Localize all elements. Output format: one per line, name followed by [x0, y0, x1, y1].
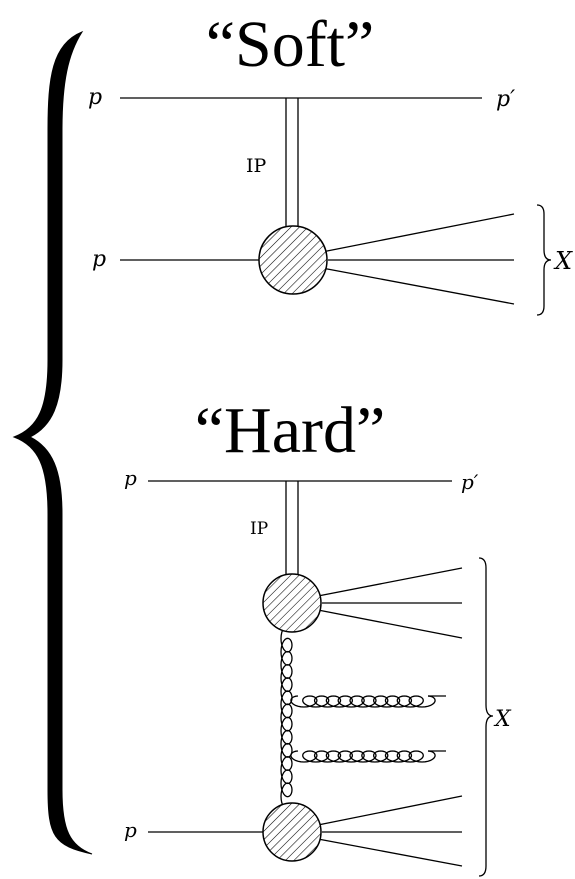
soft-x-line-1: [321, 213, 515, 253]
hard-gluon-rung-2: [290, 750, 436, 763]
hard-lower-out-line-3: [317, 838, 463, 867]
soft-pomeron-label: IP: [246, 155, 267, 177]
soft-x-label: X: [553, 247, 573, 275]
soft-diagram: “Soft” p p′ IP p X: [88, 8, 573, 316]
soft-proton-out-label: p′: [496, 87, 515, 112]
hard-lower-blob: [262, 802, 322, 862]
hard-x-brace: [478, 557, 494, 877]
hard-proton-in-bottom-label: p: [124, 818, 137, 842]
hard-x-label: X: [493, 707, 512, 732]
soft-x-line-3: [321, 267, 515, 305]
hard-title: “Hard”: [195, 394, 386, 467]
soft-title: “Soft”: [206, 8, 375, 81]
hard-upper-blob: [262, 573, 322, 633]
hard-gluon-rung-1: [290, 695, 436, 708]
large-curly-brace: [12, 30, 93, 855]
hard-upper-out-line-1: [317, 567, 463, 597]
hard-lower-out-line-1: [317, 795, 463, 826]
hard-pomeron-label: IP: [250, 519, 268, 539]
soft-interaction-blob: [258, 225, 328, 295]
hard-diagram: “Hard” p p′ IP p X: [124, 394, 512, 877]
hard-proton-in-top-label: p: [124, 466, 137, 490]
hard-proton-out-label: p′: [461, 470, 479, 494]
hard-upper-out-line-3: [317, 609, 463, 639]
hard-vertical-gluon: [280, 624, 293, 811]
soft-proton-in-top-label: p: [88, 85, 102, 110]
soft-x-brace: [536, 204, 552, 316]
soft-proton-in-bottom-label: p: [92, 247, 106, 272]
